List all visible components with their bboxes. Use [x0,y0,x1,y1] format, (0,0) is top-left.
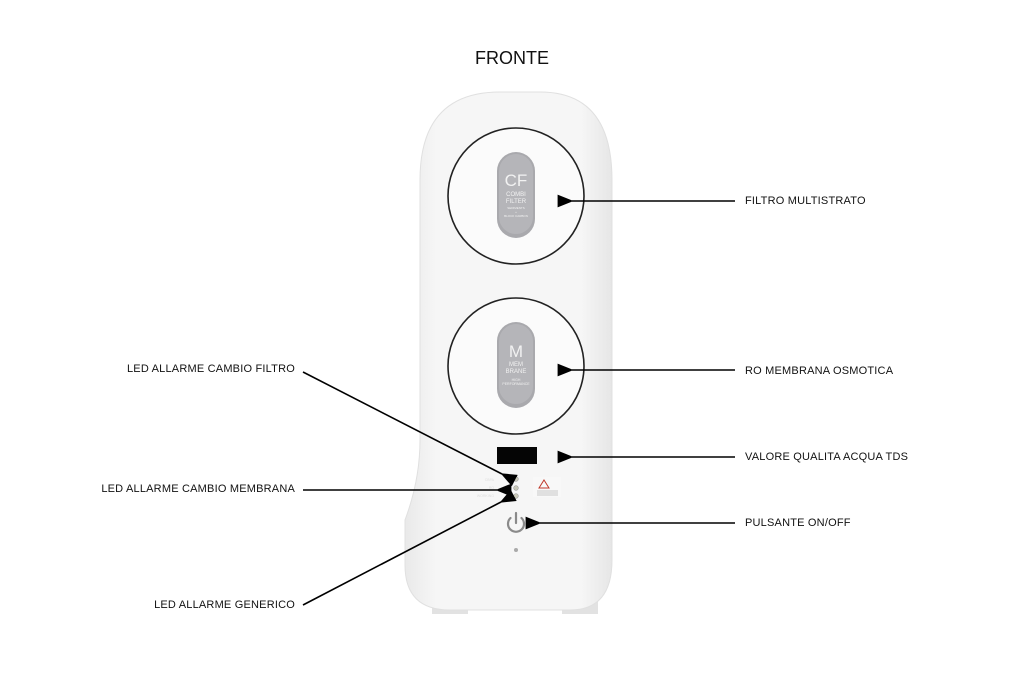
label-tds: VALORE QUALITA ACQUA TDS [745,451,909,463]
filter-cap: CF COMBI FILTER SEDIMENTS + BLOCK CARBON [497,152,535,238]
callout-arrows [302,194,735,606]
tds-display [497,447,537,464]
svg-text:BLOCK CARBON: BLOCK CARBON [504,214,528,218]
power-icon [506,511,526,533]
svg-text:RO: RO [489,486,495,490]
led-generic [513,493,519,499]
label-led-generico: LED ALLARME GENERICO [154,599,295,611]
svg-text:HIGH: HIGH [512,378,521,382]
label-led-membrana: LED ALLARME CAMBIO MEMBRANA [101,483,295,495]
membrane-cap: M MEM BRANE HIGH PERFORMANCE [497,322,535,408]
svg-text:BRANE: BRANE [506,369,527,375]
svg-text:COMBI: COMBI [506,192,526,198]
svg-text:MEM: MEM [509,362,523,368]
arrow-led-filter [302,371,518,487]
label-on-off: PULSANTE ON/OFF [745,517,851,529]
led-membrane [513,485,519,491]
label-led-filtro: LED ALLARME CAMBIO FILTRO [126,363,295,375]
led-filter [513,476,519,482]
svg-text:M: M [509,342,523,361]
label-filtro-multistrato: FILTRO MULTISTRATO [745,195,866,207]
label-ro-membrana: RO MEMBRANA OSMOTICA [745,365,894,377]
svg-text:FILTER: FILTER [506,199,527,205]
svg-text:+: + [515,210,517,214]
svg-text:SEDIMENTS: SEDIMENTS [507,206,525,210]
diagram-title: FRONTE [475,48,549,68]
svg-text:PERFORMANCE: PERFORMANCE [502,382,530,386]
svg-text:WORKING: WORKING [477,494,494,498]
svg-text:CBPA: CBPA [485,478,495,482]
svg-text:CF: CF [505,171,528,190]
warning-icon [533,477,561,497]
status-dot [514,548,518,552]
arrow-led-generic [302,489,517,606]
